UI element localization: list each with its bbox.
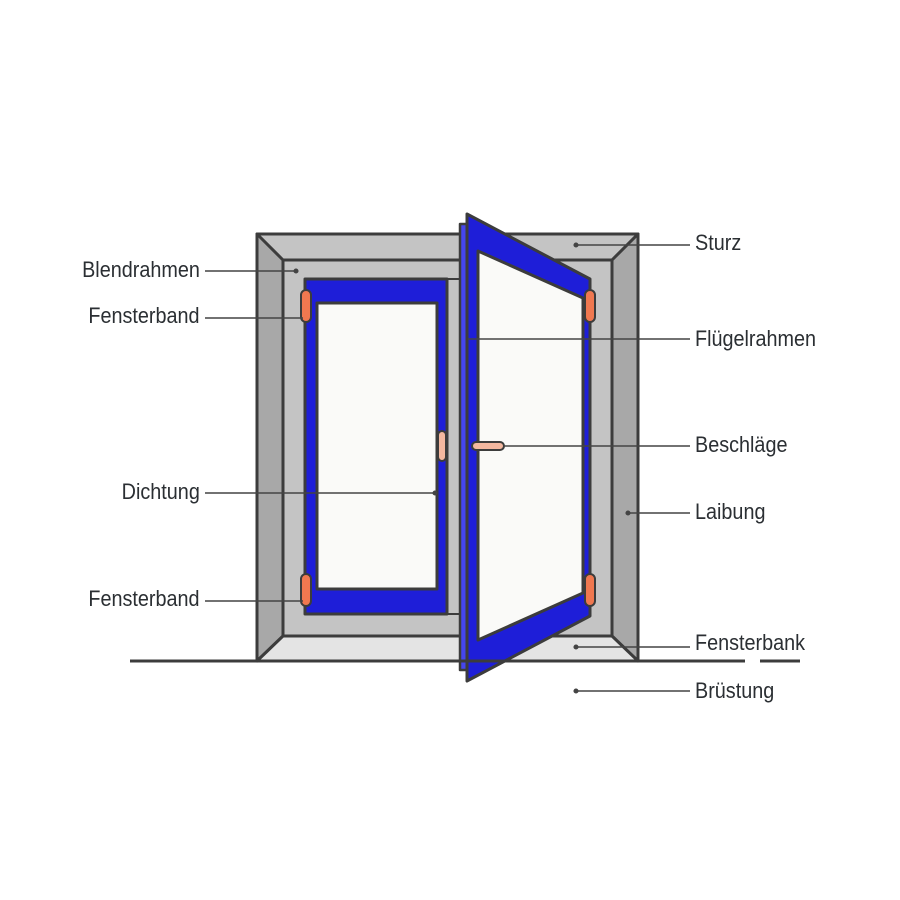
reveal-right	[610, 232, 640, 663]
label-fensterband-bottom: Fensterband	[88, 586, 200, 611]
hinge-icon	[300, 289, 312, 323]
lintel-top	[255, 232, 640, 262]
label-sturz: Sturz	[695, 230, 742, 255]
left-glass	[315, 301, 439, 591]
label-bruestung: Brüstung	[695, 678, 775, 703]
sill	[255, 634, 640, 663]
left-sash-strip	[446, 278, 461, 615]
label-blendrahmen: Blendrahmen	[82, 257, 200, 282]
hinge-icon	[300, 573, 312, 607]
label-beschlaege: Beschläge	[695, 432, 788, 457]
label-fensterbank: Fensterbank	[695, 630, 806, 655]
hinge-icon	[584, 289, 596, 323]
label-dichtung: Dichtung	[121, 479, 200, 504]
leader-lines	[205, 242, 690, 694]
open-handle-icon	[471, 441, 505, 451]
left-handle-icon	[437, 430, 447, 462]
hinge-icon	[584, 573, 596, 607]
reveal-left	[255, 232, 285, 663]
label-fensterband-top: Fensterband	[88, 303, 200, 328]
label-fluegelrahmen: Flügelrahmen	[695, 326, 817, 351]
label-laibung: Laibung	[695, 499, 766, 524]
